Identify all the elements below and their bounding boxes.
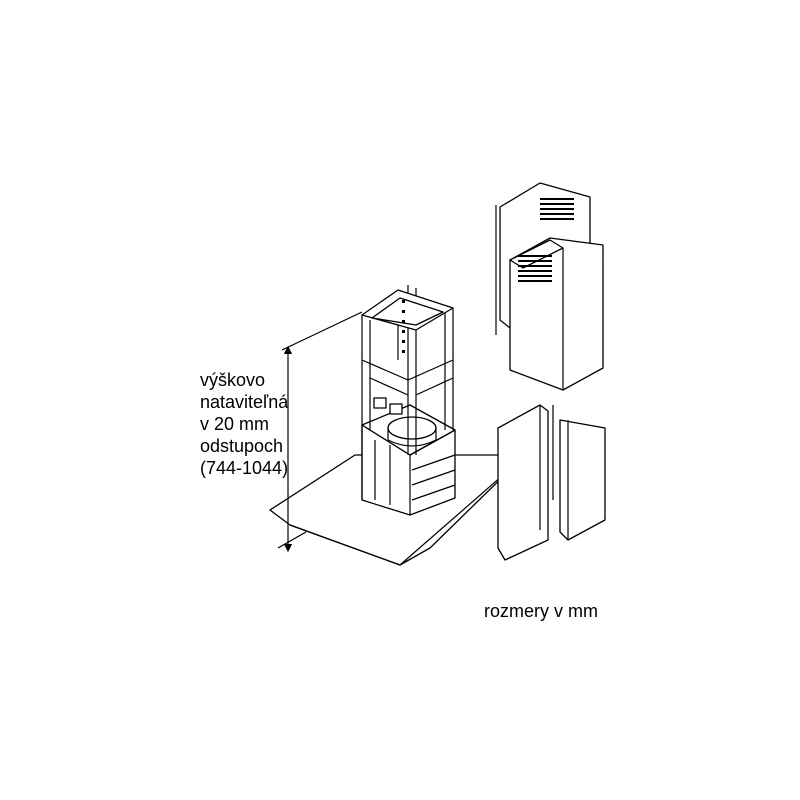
height-note-line: výškovo	[200, 370, 266, 390]
height-dimension-arrow	[277, 311, 363, 553]
lower-chimney-cover	[497, 404, 606, 561]
upper-chimney-cover	[495, 182, 604, 391]
units-note: rozmery v mm	[484, 601, 598, 621]
height-adjustment-note: výškovo nataviteľná v 20 mm odstupoch (7…	[200, 369, 288, 479]
height-note-line: (744-1044)	[200, 458, 289, 478]
height-note-line: nataviteľná	[200, 392, 289, 412]
height-note-line: odstupoch	[200, 436, 284, 456]
height-note-line: v 20 mm	[200, 414, 270, 434]
mounting-frame	[361, 285, 456, 516]
